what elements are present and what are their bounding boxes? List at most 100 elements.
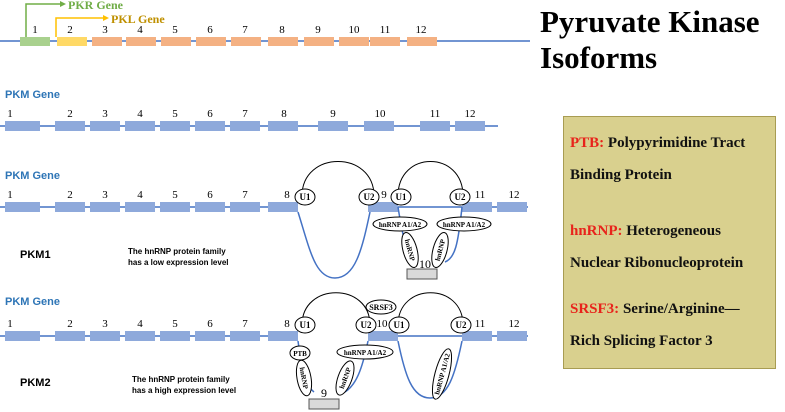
exon-1 [5, 121, 40, 131]
exon-number: 11 [380, 24, 391, 36]
exon-number: 8 [284, 189, 290, 201]
exon-10 [368, 331, 398, 341]
hnrnp-a1a2-label: hnRNP A1/A2 [379, 221, 422, 229]
exon-12 [455, 121, 485, 131]
splice-arc [397, 161, 464, 197]
u-label: U2 [455, 192, 466, 202]
pkm2-gene-label: PKM Gene [5, 296, 60, 308]
exon-number: 1 [7, 189, 13, 201]
exon-number: 2 [67, 24, 73, 36]
pkr-arrowhead [60, 1, 66, 7]
pkm1-isoform-label: PKM1 [20, 249, 51, 261]
hnrnp-a1a2-oval [436, 216, 492, 232]
srsf3-label: SRSF3 [369, 303, 393, 312]
exon-6 [195, 121, 225, 131]
exon-number: 9 [321, 386, 327, 400]
exon-number: 8 [279, 24, 285, 36]
hnrnp-a1a2-oval [372, 216, 428, 232]
legend-item-srsf3: SRSF3: Serine/Arginine— Rich Splicing Fa… [570, 293, 775, 357]
u1-snrnp [388, 316, 410, 334]
legend-text: Serine/Arginine— [622, 301, 740, 317]
exon-4 [125, 202, 155, 212]
exon-12 [497, 202, 527, 212]
u1-snrnp [294, 316, 316, 334]
exon-12 [497, 331, 527, 341]
exon-2 [57, 37, 87, 46]
exon-number: 6 [207, 24, 213, 36]
exon-number: 3 [102, 24, 108, 36]
exon-number: 5 [172, 24, 178, 36]
u1-snrnp [294, 188, 316, 206]
exon-number: 7 [242, 318, 248, 330]
legend-text: Polypyrimidine Tract [607, 135, 746, 151]
hnrnp-label: hnRNP [298, 366, 310, 390]
exon-number: 6 [207, 108, 213, 120]
exon-3 [90, 202, 120, 212]
exon-9 [304, 37, 334, 46]
pkm2-note-line2: has a high expression level [132, 386, 236, 395]
ptb-oval [289, 345, 311, 361]
u-label: U1 [394, 320, 405, 330]
exon-4 [125, 121, 155, 131]
pkm-gene-label: PKM Gene [5, 89, 60, 101]
exon-number: 7 [242, 108, 248, 120]
exon-number: 11 [475, 318, 486, 330]
exon-9-excised [308, 398, 340, 410]
exon-number: 1 [32, 24, 38, 36]
exon-number: 3 [102, 189, 108, 201]
exon-1 [20, 37, 50, 46]
u-label: U2 [456, 320, 467, 330]
u-label: U1 [396, 192, 407, 202]
u-label: U1 [300, 192, 311, 202]
exon-1 [5, 202, 40, 212]
exon-2 [55, 331, 85, 341]
diagram-title: Pyruvate Kinase Isoforms [540, 4, 760, 75]
pkm1-row: PKM Gene 1 2 3 4 5 6 7 8 9 11 12 [0, 161, 528, 280]
hnrnp-oval [431, 232, 449, 268]
exon-7 [230, 331, 260, 341]
exon-number: 12 [465, 108, 476, 120]
exon-6 [196, 37, 226, 46]
pkm-gene-row: PKM Gene 1 2 3 4 5 6 7 8 9 10 11 12 [0, 89, 498, 131]
hnrnp-a1a2-label: hnRNP A1/A2 [344, 349, 387, 357]
exon-5 [160, 202, 190, 212]
exon-number: 1 [7, 108, 13, 120]
splice-arc [397, 292, 464, 326]
exon-10-excised [406, 268, 438, 280]
exon-8 [268, 121, 298, 131]
exon-1 [5, 331, 40, 341]
exon-10 [364, 121, 394, 131]
u2-snrnp [450, 316, 472, 334]
pkm2-row: PKM Gene 1 2 3 4 5 6 7 8 10 11 12 [0, 292, 528, 410]
exon-number: 8 [281, 108, 287, 120]
exon-number: 10 [419, 257, 431, 271]
pkl-arrow [55, 17, 103, 37]
exon-4 [126, 37, 156, 46]
exon-2 [55, 121, 85, 131]
exon-number: 5 [172, 318, 178, 330]
legend-text: Binding Protein [570, 167, 672, 183]
exon-number: 4 [137, 318, 143, 330]
exon-number: 10 [375, 108, 387, 120]
exon-11 [462, 202, 492, 212]
pkr-pkl-row: PKR Gene PKL Gene 1 2 3 4 5 6 7 8 9 10 1… [0, 0, 530, 46]
exon-11 [462, 331, 492, 341]
legend-text: Heterogeneous [626, 223, 721, 239]
pkr-arrow [25, 3, 60, 37]
hnrnp-a1a2-oval [431, 348, 453, 400]
u2-snrnp [355, 316, 377, 334]
splice-arc [301, 161, 375, 197]
exon-number: 2 [67, 108, 73, 120]
pkm1-note-line2: has a low expression level [128, 258, 229, 267]
splice-arc [301, 292, 371, 326]
srsf3-oval [365, 299, 397, 315]
pkm2-isoform-label: PKM2 [20, 377, 51, 389]
exon-number: 9 [315, 24, 321, 36]
exon-2 [55, 202, 85, 212]
exon-8 [268, 331, 298, 341]
exon-9 [368, 202, 398, 212]
pkl-label: PKL Gene [111, 12, 165, 26]
exon-number: 6 [207, 189, 213, 201]
legend-abbr: SRSF3: [570, 301, 620, 317]
